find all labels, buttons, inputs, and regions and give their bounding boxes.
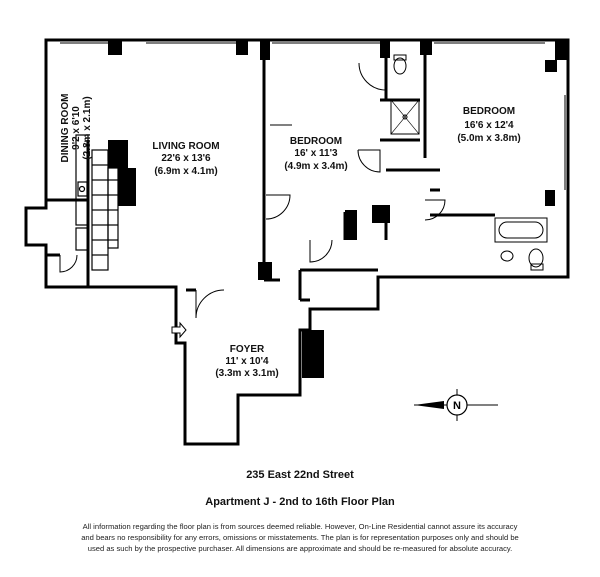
svg-text:BEDROOM: BEDROOM — [290, 136, 342, 147]
compass-icon: N — [414, 389, 498, 421]
dining-room-label: DINING ROOM 9'2 x 6'10 (2.8m x 2.1m) — [60, 94, 93, 163]
bedroom-1-label: BEDROOM 16' x 11'3 (4.9m x 3.4m) — [284, 136, 347, 172]
svg-text:LIVING ROOM: LIVING ROOM — [152, 141, 219, 152]
apartment-title: Apartment J - 2nd to 16th Floor Plan — [205, 496, 395, 508]
floor-plan: DINING ROOM 9'2 x 6'10 (2.8m x 2.1m) LIV… — [24, 38, 570, 446]
svg-text:11' x 10'4: 11' x 10'4 — [225, 356, 269, 367]
svg-text:(3.3m x 3.1m): (3.3m x 3.1m) — [215, 368, 278, 379]
svg-text:16'6 x 12'4: 16'6 x 12'4 — [464, 120, 514, 131]
bedroom-2-label: BEDROOM 16'6 x 12'4 (5.0m x 3.8m) — [457, 106, 520, 144]
svg-text:(4.9m x 3.4m): (4.9m x 3.4m) — [284, 161, 347, 172]
property-address: 235 East 22nd Street — [246, 469, 354, 481]
windows — [60, 42, 566, 190]
door-swings — [59, 62, 446, 319]
structural-columns — [108, 140, 390, 378]
foyer-label: FOYER 11' x 10'4 (3.3m x 3.1m) — [215, 344, 278, 379]
disclaimer: All information regarding the floor plan… — [60, 521, 540, 554]
interior-walls — [46, 40, 495, 302]
svg-text:(6.9m x 4.1m): (6.9m x 4.1m) — [154, 166, 217, 177]
entry-arrow-icon — [171, 321, 187, 339]
disclaimer-line: All information regarding the floor plan… — [82, 522, 518, 531]
svg-text:9'2 x 6'10: 9'2 x 6'10 — [71, 106, 82, 150]
bathrooms — [390, 54, 548, 271]
living-room-label: LIVING ROOM 22'6 x 13'6 (6.9m x 4.1m) — [152, 141, 219, 177]
svg-text:DINING ROOM: DINING ROOM — [60, 94, 71, 163]
svg-text:16' x 11'3: 16' x 11'3 — [294, 148, 338, 159]
svg-text:(2.8m x 2.1m): (2.8m x 2.1m) — [82, 96, 93, 159]
disclaimer-line: used as such by the prospective purchase… — [87, 544, 513, 553]
svg-text:(5.0m x 3.8m): (5.0m x 3.8m) — [457, 133, 520, 144]
svg-text:FOYER: FOYER — [230, 344, 265, 355]
disclaimer-line: and bears no responsibility for any erro… — [81, 533, 519, 542]
svg-text:BEDROOM: BEDROOM — [463, 106, 515, 117]
svg-text:22'6 x 13'6: 22'6 x 13'6 — [161, 153, 211, 164]
wall-piers — [108, 40, 568, 206]
svg-text:N: N — [453, 400, 461, 412]
exterior-walls — [24, 38, 570, 446]
kitchen — [75, 134, 119, 271]
